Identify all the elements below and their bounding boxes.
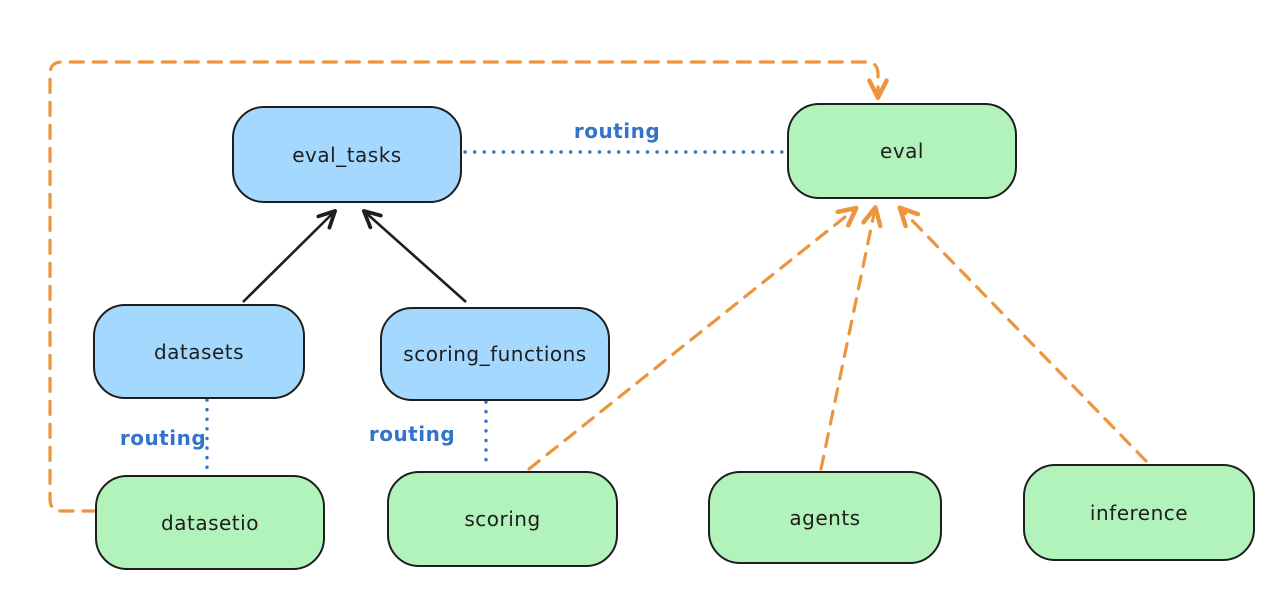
- node-scoring-label: scoring: [464, 507, 541, 531]
- node-inference-label: inference: [1089, 500, 1189, 525]
- node-datasetio: datasetio: [95, 475, 325, 570]
- edge-scoring-to-eval: [527, 205, 859, 471]
- node-datasets: datasets: [93, 304, 305, 399]
- edge-scoring-functions-to-eval-tasks: [361, 209, 467, 303]
- edge-agents-to-eval: [819, 205, 883, 471]
- node-eval-label: eval: [880, 139, 924, 163]
- node-scoring-functions: scoring_functions: [380, 307, 610, 401]
- node-scoring: scoring: [387, 471, 618, 567]
- edge-datasetio-to-eval: [48, 60, 889, 513]
- node-agents-label: agents: [789, 505, 861, 530]
- edge-inference-to-eval: [897, 205, 1148, 463]
- routing-label-eval-tasks-eval: routing: [573, 119, 661, 143]
- node-datasetio-label: datasetio: [161, 510, 259, 535]
- node-scoring-functions-label: scoring_functions: [403, 342, 587, 366]
- node-eval: eval: [787, 103, 1017, 199]
- edge-datasets-to-eval-tasks: [242, 208, 338, 303]
- node-inference: inference: [1023, 464, 1255, 561]
- node-eval-tasks: eval_tasks: [232, 106, 462, 203]
- routing-label-datasets-datasetio: routing: [119, 426, 207, 450]
- node-agents: agents: [708, 471, 942, 564]
- routing-label-scoring-functions-scoring: routing: [368, 422, 456, 446]
- node-eval-tasks-label: eval_tasks: [292, 142, 402, 167]
- node-datasets-label: datasets: [153, 339, 245, 364]
